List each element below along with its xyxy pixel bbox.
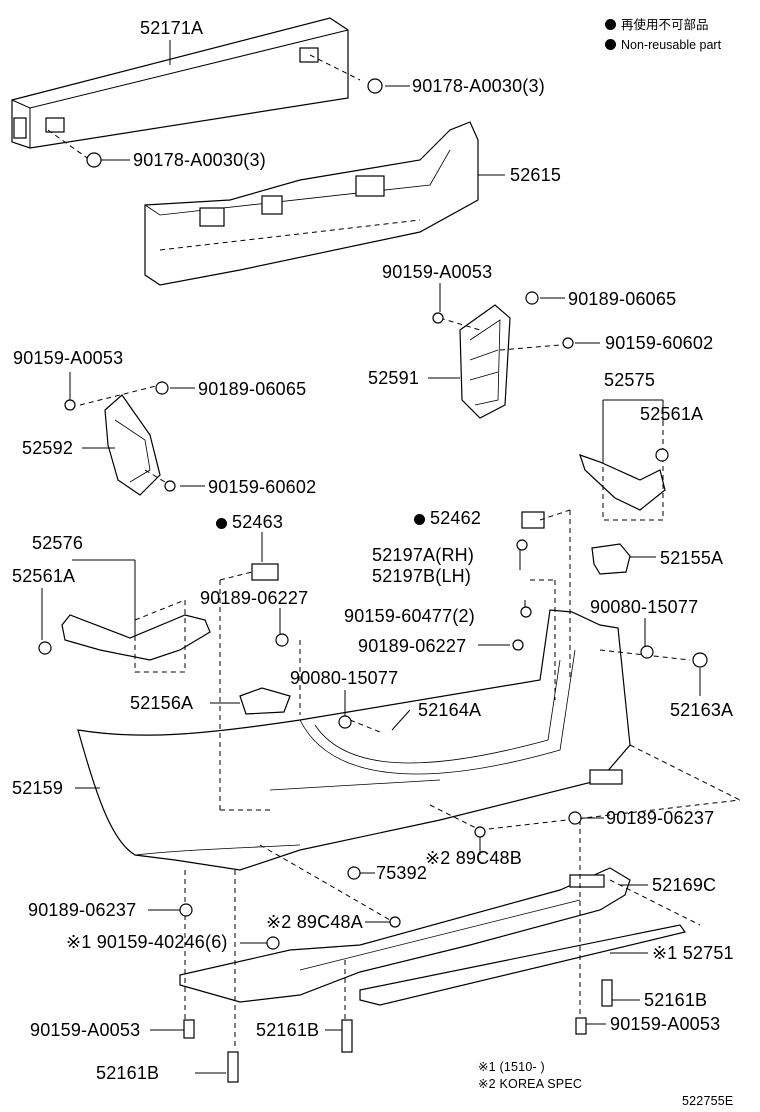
label-52197a-rh[interactable]: 52197A(RH) bbox=[372, 545, 475, 565]
bracket-52591 bbox=[459, 304, 511, 419]
cap-52163a bbox=[692, 652, 708, 668]
label-52561a-right[interactable]: 52561A bbox=[640, 404, 704, 424]
lower-cover-52169c bbox=[179, 867, 631, 1003]
label-90159-a0053-bottom-right[interactable]: 90159-A0053 bbox=[610, 1014, 721, 1034]
label-90189-06065-right[interactable]: 90189-06065 bbox=[568, 289, 677, 309]
label-52169c[interactable]: 52169C bbox=[652, 875, 717, 895]
legend-non-reusable-jp: 再使用不可部品 bbox=[605, 16, 709, 34]
label-90159-a0053-right[interactable]: 90159-A0053 bbox=[382, 262, 493, 282]
label-90159-60602-right[interactable]: 90159-60602 bbox=[605, 333, 714, 353]
fasteners bbox=[38, 78, 669, 1083]
label-90178-a0030-lower[interactable]: 90178-A0030(3) bbox=[133, 150, 266, 170]
label-52164a[interactable]: 52164A bbox=[418, 700, 482, 720]
label-89c48b[interactable]: ※2 89C48B bbox=[425, 848, 522, 868]
label-52591[interactable]: 52591 bbox=[368, 368, 420, 388]
label-52171a[interactable]: 52171A bbox=[140, 18, 204, 38]
bullet-icon bbox=[605, 19, 616, 30]
label-75392[interactable]: 75392 bbox=[376, 863, 428, 883]
label-90159-60477[interactable]: 90159-60477(2) bbox=[344, 606, 475, 626]
pad-52462 bbox=[521, 511, 545, 529]
label-52463[interactable]: 52463 bbox=[216, 512, 283, 532]
diagram-code: 522755E bbox=[682, 1094, 734, 1108]
label-52159[interactable]: 52159 bbox=[12, 778, 64, 798]
label-52561a-left[interactable]: 52561A bbox=[12, 566, 76, 586]
label-90080-15077-right[interactable]: 90080-15077 bbox=[590, 597, 699, 617]
label-90189-06237-left[interactable]: 90189-06237 bbox=[28, 900, 137, 920]
label-52155a[interactable]: 52155A bbox=[660, 548, 724, 568]
label-52592[interactable]: 52592 bbox=[22, 438, 74, 458]
label-90189-06227-b[interactable]: 90189-06227 bbox=[358, 636, 467, 656]
energy-absorber-52615 bbox=[144, 121, 479, 286]
non-reusable-icon bbox=[414, 514, 425, 525]
label-90189-06227-a[interactable]: 90189-06227 bbox=[200, 588, 309, 608]
label-90159-40246[interactable]: ※1 90159-40246(6) bbox=[66, 932, 228, 952]
label-90189-06237-right[interactable]: 90189-06237 bbox=[606, 808, 715, 828]
label-90080-15077-center[interactable]: 90080-15077 bbox=[290, 668, 399, 688]
bumper-cover-52159 bbox=[77, 609, 631, 871]
label-52161b-right[interactable]: 52161B bbox=[644, 990, 708, 1010]
footnote-2: ※2 KOREA SPEC bbox=[478, 1077, 583, 1091]
guide-lines bbox=[47, 54, 741, 1050]
label-52751[interactable]: ※1 52751 bbox=[652, 943, 734, 963]
reinforcement-bar-52171a bbox=[11, 17, 349, 149]
label-90159-a0053-bottom-left[interactable]: 90159-A0053 bbox=[30, 1020, 141, 1040]
label-52197b-lh[interactable]: 52197B(LH) bbox=[372, 566, 472, 586]
label-52163a[interactable]: 52163A bbox=[670, 700, 734, 720]
bullet-icon bbox=[605, 39, 616, 50]
label-52575[interactable]: 52575 bbox=[604, 370, 656, 390]
label-52615[interactable]: 52615 bbox=[510, 165, 562, 185]
label-90178-a0030-upper[interactable]: 90178-A0030(3) bbox=[412, 76, 545, 96]
retainer-52156a bbox=[239, 687, 291, 715]
label-52161b-left[interactable]: 52161B bbox=[96, 1063, 160, 1083]
bracket-52576 bbox=[61, 599, 211, 673]
non-reusable-icon bbox=[216, 518, 227, 529]
footnote-1: ※1 (1510- ) bbox=[478, 1060, 545, 1074]
label-89c48a[interactable]: ※2 89C48A bbox=[266, 912, 363, 932]
label-90189-06065-left[interactable]: 90189-06065 bbox=[198, 379, 307, 399]
label-52576[interactable]: 52576 bbox=[32, 533, 84, 553]
legend-non-reusable-en: Non-reusable part bbox=[605, 36, 721, 54]
label-52462[interactable]: 52462 bbox=[414, 508, 481, 528]
label-52161b-middle[interactable]: 52161B bbox=[256, 1020, 320, 1040]
leader-lines bbox=[41, 40, 701, 1074]
molding-52751 bbox=[359, 924, 687, 1006]
pad-52463 bbox=[251, 563, 279, 581]
label-52156a[interactable]: 52156A bbox=[130, 693, 194, 713]
retainer-52155a bbox=[591, 543, 631, 575]
bracket-52592 bbox=[104, 394, 161, 496]
label-90159-a0053-left[interactable]: 90159-A0053 bbox=[13, 348, 124, 368]
label-90159-60602-left[interactable]: 90159-60602 bbox=[208, 477, 317, 497]
